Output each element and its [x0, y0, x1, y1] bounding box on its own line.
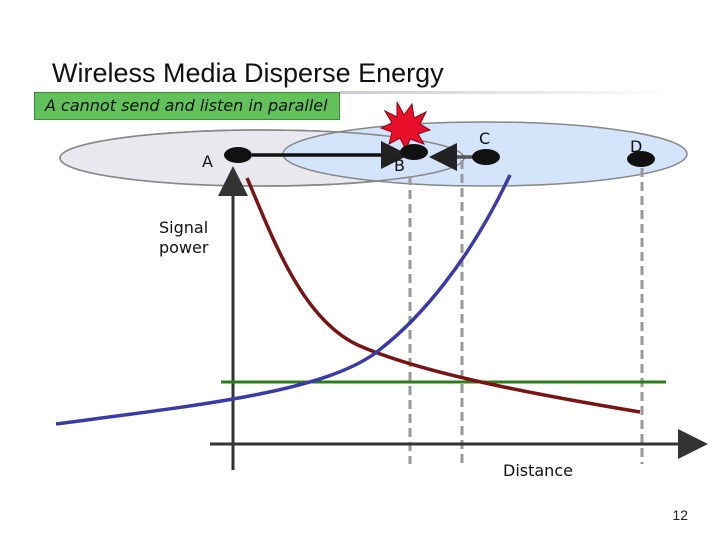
signal-curve-c	[55, 174, 512, 426]
page-number: 12	[672, 507, 688, 523]
collision-burst-icon	[379, 101, 432, 152]
signal-curve-a	[245, 177, 641, 414]
node-b	[400, 144, 428, 160]
y-axis-label-line1: Signal	[159, 218, 209, 237]
node-c	[472, 149, 500, 165]
callout-box: A cannot send and listen in parallel	[34, 92, 340, 120]
callout-text: A cannot send and listen in parallel	[45, 96, 328, 115]
node-label-b: B	[394, 156, 405, 175]
title-underline	[340, 91, 680, 94]
x-axis-label: Distance	[503, 461, 573, 480]
y-axis-label-line2: power	[159, 238, 209, 257]
node-a	[224, 147, 252, 163]
node-label-a: A	[202, 152, 213, 171]
node-d	[627, 151, 655, 167]
node-label-c: C	[479, 129, 490, 148]
node-label-d: D	[630, 137, 642, 156]
slide-title: Wireless Media Disperse Energy	[52, 58, 444, 88]
y-axis-label: Signal power	[159, 218, 208, 258]
